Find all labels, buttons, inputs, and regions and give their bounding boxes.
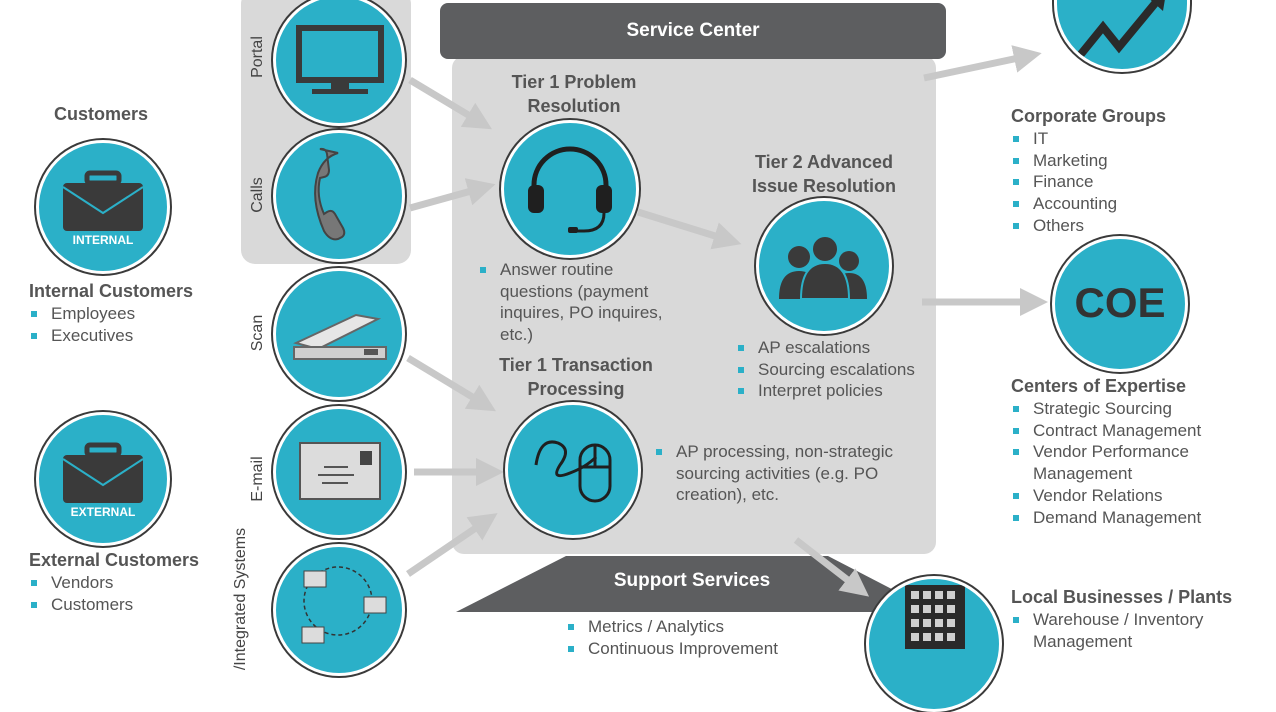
corporate-groups-title: Corporate Groups [1011, 106, 1167, 126]
list-item: Contract Management [1011, 420, 1241, 442]
tier1-problem-circle [501, 120, 639, 258]
arrow-corporate [923, 45, 1042, 82]
tier2-title: Tier 2 Advanced Issue Resolution [726, 150, 922, 198]
list-item: Sourcing escalations [736, 359, 936, 381]
channel-label-scan: Scan [249, 314, 266, 352]
local-businesses-circle [866, 576, 1002, 712]
list-item: Answer routine questions (payment inquir… [478, 259, 688, 346]
arrow-integrated [406, 513, 498, 577]
network-icon [301, 566, 387, 644]
channel-label-calls: Calls [249, 177, 266, 213]
monitor-icon [296, 25, 384, 94]
channel-label-integrated: /Integrated Systems [232, 527, 249, 671]
headset-icon [528, 146, 612, 233]
external-customers-circle: EXTERNAL [36, 412, 170, 546]
list-item: Marketing [1011, 150, 1231, 172]
tier1-transaction-list: AP processing, non-strategic sourcing ac… [654, 441, 904, 506]
envelope-icon [299, 442, 381, 500]
internal-customers-circle: INTERNAL [36, 140, 170, 274]
arrow-portal [408, 76, 493, 130]
briefcase-icon [62, 170, 144, 231]
list-item: Employees [29, 303, 219, 325]
list-item: IT [1011, 128, 1231, 150]
local-businesses-list: Warehouse / Inventory Management [1011, 609, 1241, 652]
title-line: Resolution [527, 96, 621, 116]
list-item: Vendor Relations [1011, 485, 1241, 507]
coe-circle: COE [1052, 236, 1188, 372]
scanner-icon [293, 313, 387, 360]
list-item: Customers [29, 594, 219, 616]
list-item: Demand Management [1011, 507, 1241, 529]
arrow-scan [406, 355, 496, 412]
title-line: Issue Resolution [751, 176, 897, 196]
tier1-problem-title: Tier 1 Problem Resolution [476, 70, 672, 118]
external-customers-list: Vendors Customers [29, 572, 219, 615]
coe-title: Centers of Expertise [1011, 376, 1187, 396]
channel-label-portal: Portal [249, 36, 266, 78]
list-item: Strategic Sourcing [1011, 398, 1241, 420]
list-item: Interpret policies [736, 380, 936, 402]
corporate-groups-list: IT Marketing Finance Accounting Others [1011, 128, 1231, 237]
arrow-local [793, 537, 870, 597]
internal-customers-list: Employees Executives [29, 303, 219, 346]
tier1-problem-list: Answer routine questions (payment inquir… [478, 259, 688, 346]
arrow-tier1-tier2 [636, 208, 742, 250]
tier1-transaction-title: Tier 1 Transaction Processing [476, 353, 676, 401]
customers-title: Customers [54, 104, 149, 124]
trend-up-icon [1073, 0, 1165, 62]
external-badge: EXTERNAL [70, 505, 136, 519]
list-item: Finance [1011, 171, 1231, 193]
support-services-title: Support Services [613, 570, 771, 591]
list-item: Vendor Performance Management [1011, 441, 1203, 484]
tier1-transaction-circle [505, 402, 641, 538]
list-item: Warehouse / Inventory Management [1011, 609, 1241, 652]
title-line: Tier 2 Advanced [754, 152, 894, 172]
coe-list: Strategic Sourcing Contract Management V… [1011, 398, 1241, 528]
calls-circle [273, 130, 405, 262]
list-item: AP escalations [736, 337, 936, 359]
portal-circle [273, 0, 405, 126]
list-item: Vendors [29, 572, 219, 594]
tier2-list: AP escalations Sourcing escalations Inte… [736, 337, 936, 402]
flow-arrows [406, 45, 1048, 597]
arrow-calls [409, 178, 496, 212]
service-center-title: Service Center [626, 20, 760, 41]
tier2-circle [756, 198, 892, 334]
channel-label-email: E-mail [249, 456, 266, 502]
service-center-header: Service Center [440, 3, 946, 59]
local-businesses-title: Local Businesses / Plants [1011, 587, 1233, 607]
title-line: Tier 1 Transaction [499, 355, 653, 375]
title-line: Tier 1 Problem [511, 72, 637, 92]
email-circle [273, 406, 405, 538]
list-item: AP processing, non-strategic sourcing ac… [654, 441, 904, 506]
scan-circle [273, 268, 405, 400]
building-icon [905, 585, 965, 655]
phone-icon [314, 147, 346, 241]
external-customers-title: External Customers [29, 550, 200, 570]
list-item: Metrics / Analytics [566, 616, 846, 638]
list-item: Executives [29, 325, 219, 347]
coe-badge: COE [1074, 279, 1166, 326]
support-services-shape [456, 556, 936, 612]
briefcase-icon [62, 442, 144, 503]
internal-customers-title: Internal Customers [29, 281, 194, 301]
mouse-icon [534, 440, 612, 503]
people-group-icon [779, 235, 867, 300]
integrated-systems-circle [273, 544, 405, 676]
list-item: Others [1011, 215, 1231, 237]
list-item: Accounting [1011, 193, 1231, 215]
internal-badge: INTERNAL [72, 233, 134, 247]
title-line: Processing [527, 379, 625, 399]
